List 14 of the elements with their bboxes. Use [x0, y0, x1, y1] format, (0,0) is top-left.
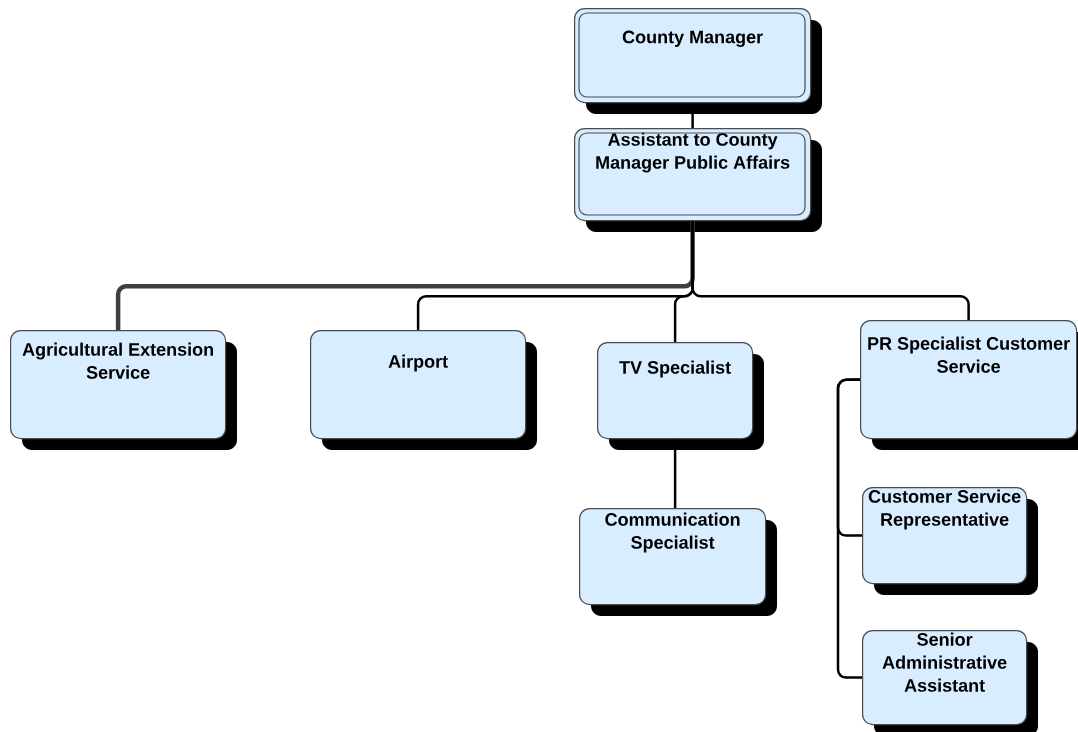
- org-box: Customer Service Representative: [862, 487, 1038, 595]
- org-box: TV Specialist: [597, 342, 764, 450]
- org-box: Agricultural Extension Service: [10, 330, 237, 450]
- connector-line: [691, 221, 970, 320]
- connector-line: [115, 221, 695, 330]
- connector-line: [836, 378, 862, 679]
- org-box: Communication Specialist: [579, 508, 777, 616]
- connector-line: [691, 103, 694, 128]
- org-box: Assistant to County Manager Public Affairs: [574, 128, 822, 232]
- org-box: Senior Administrative Assistant: [862, 630, 1038, 732]
- connector-line: [673, 439, 677, 508]
- org-box: PR Specialist Customer Service: [860, 320, 1078, 450]
- org-box: County Manager: [574, 8, 822, 114]
- org-box: Airport: [310, 330, 537, 450]
